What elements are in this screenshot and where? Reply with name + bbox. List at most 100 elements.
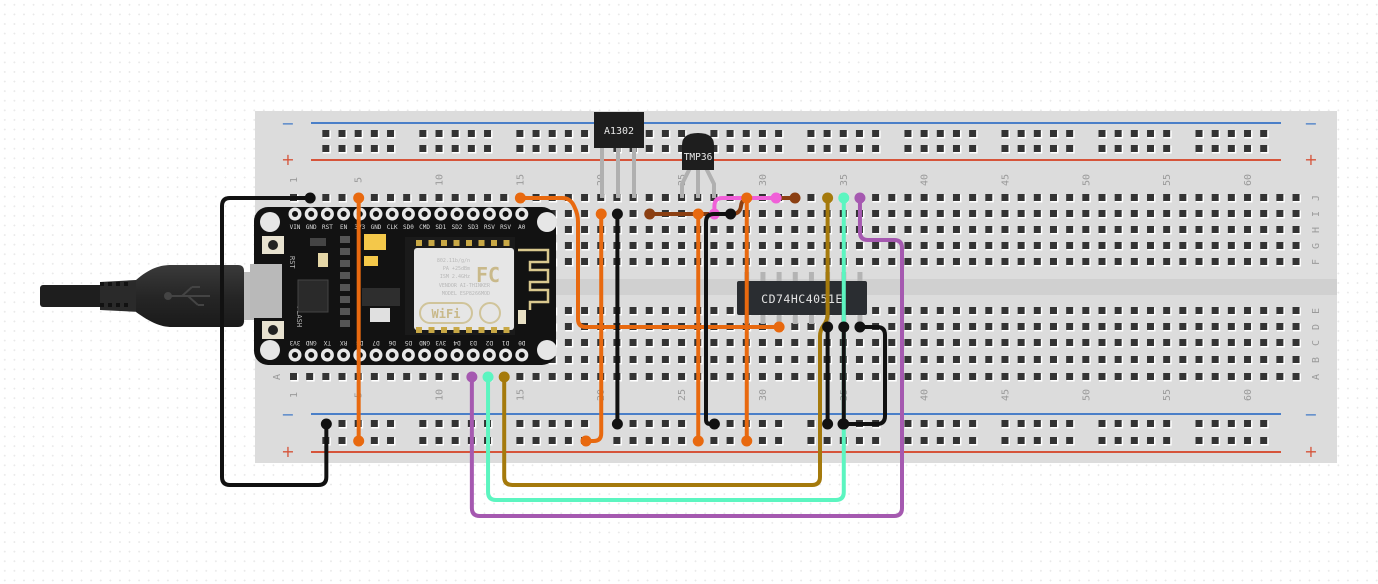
breadboard-hole[interactable] bbox=[629, 339, 637, 346]
breadboard-hole[interactable] bbox=[1147, 307, 1155, 314]
breadboard-hole[interactable] bbox=[985, 323, 993, 330]
breadboard-hole[interactable] bbox=[1211, 373, 1219, 380]
breadboard-hole[interactable] bbox=[969, 210, 977, 217]
wire-end[interactable] bbox=[822, 321, 834, 333]
breadboard-hole[interactable] bbox=[581, 145, 589, 152]
wire-path[interactable] bbox=[712, 196, 779, 216]
breadboard-hole[interactable] bbox=[969, 373, 977, 380]
breadboard-hole[interactable] bbox=[872, 339, 880, 346]
breadboard-hole[interactable] bbox=[1082, 339, 1090, 346]
breadboard-hole[interactable] bbox=[1049, 420, 1057, 427]
breadboard-hole[interactable] bbox=[710, 373, 718, 380]
breadboard-hole[interactable] bbox=[1147, 210, 1155, 217]
breadboard-hole[interactable] bbox=[322, 373, 330, 380]
breadboard-hole[interactable] bbox=[839, 145, 847, 152]
breadboard-hole[interactable] bbox=[1163, 145, 1171, 152]
breadboard-hole[interactable] bbox=[710, 258, 718, 265]
breadboard-hole[interactable] bbox=[807, 242, 815, 249]
breadboard-hole[interactable] bbox=[1260, 226, 1268, 233]
breadboard-hole[interactable] bbox=[791, 226, 799, 233]
breadboard-hole[interactable] bbox=[920, 145, 928, 152]
breadboard-hole[interactable] bbox=[952, 339, 960, 346]
breadboard-hole[interactable] bbox=[952, 356, 960, 363]
breadboard-hole[interactable] bbox=[726, 145, 734, 152]
breadboard-hole[interactable] bbox=[581, 226, 589, 233]
breadboard-hole[interactable] bbox=[1195, 437, 1203, 444]
breadboard-hole[interactable] bbox=[1179, 242, 1187, 249]
breadboard-hole[interactable] bbox=[791, 210, 799, 217]
breadboard-hole[interactable] bbox=[1179, 258, 1187, 265]
wire-path[interactable] bbox=[518, 196, 782, 329]
breadboard-hole[interactable] bbox=[338, 373, 346, 380]
wire-end[interactable] bbox=[789, 192, 801, 204]
breadboard-hole[interactable] bbox=[1033, 373, 1041, 380]
breadboard-hole[interactable] bbox=[1147, 356, 1155, 363]
breadboard-hole[interactable] bbox=[985, 242, 993, 249]
breadboard-hole[interactable] bbox=[807, 258, 815, 265]
breadboard-hole[interactable] bbox=[1017, 194, 1025, 201]
breadboard-hole[interactable] bbox=[467, 194, 475, 201]
wire-end[interactable] bbox=[773, 321, 785, 333]
breadboard-hole[interactable] bbox=[1260, 420, 1268, 427]
breadboard-hole[interactable] bbox=[1017, 145, 1025, 152]
wire-end[interactable] bbox=[837, 418, 849, 430]
breadboard-hole[interactable] bbox=[888, 356, 896, 363]
breadboard-hole[interactable] bbox=[710, 339, 718, 346]
breadboard-hole[interactable] bbox=[322, 194, 330, 201]
breadboard-hole[interactable] bbox=[1001, 210, 1009, 217]
breadboard-hole[interactable] bbox=[629, 258, 637, 265]
breadboard-hole[interactable] bbox=[1017, 437, 1025, 444]
breadboard-hole[interactable] bbox=[1292, 373, 1300, 380]
breadboard-hole[interactable] bbox=[1211, 210, 1219, 217]
breadboard-hole[interactable] bbox=[726, 420, 734, 427]
breadboard-hole[interactable] bbox=[581, 339, 589, 346]
breadboard-hole[interactable] bbox=[419, 194, 427, 201]
breadboard-hole[interactable] bbox=[645, 339, 653, 346]
breadboard-hole[interactable] bbox=[1017, 307, 1025, 314]
breadboard-hole[interactable] bbox=[1244, 356, 1252, 363]
breadboard-hole[interactable] bbox=[387, 420, 395, 427]
breadboard-hole[interactable] bbox=[1211, 194, 1219, 201]
breadboard-hole[interactable] bbox=[1292, 339, 1300, 346]
breadboard-hole[interactable] bbox=[564, 210, 572, 217]
wire-end[interactable] bbox=[741, 192, 753, 204]
breadboard-hole[interactable] bbox=[710, 307, 718, 314]
breadboard-hole[interactable] bbox=[1195, 356, 1203, 363]
breadboard-hole[interactable] bbox=[758, 258, 766, 265]
breadboard-hole[interactable] bbox=[1033, 420, 1041, 427]
breadboard-hole[interactable] bbox=[904, 130, 912, 137]
breadboard-hole[interactable] bbox=[1211, 130, 1219, 137]
breadboard-hole[interactable] bbox=[1211, 242, 1219, 249]
breadboard-hole[interactable] bbox=[1049, 258, 1057, 265]
breadboard-hole[interactable] bbox=[888, 258, 896, 265]
breadboard-hole[interactable] bbox=[1179, 356, 1187, 363]
breadboard-hole[interactable] bbox=[645, 145, 653, 152]
breadboard-hole[interactable] bbox=[564, 258, 572, 265]
breadboard-hole[interactable] bbox=[904, 323, 912, 330]
breadboard-hole[interactable] bbox=[1179, 323, 1187, 330]
breadboard-hole[interactable] bbox=[338, 437, 346, 444]
breadboard-hole[interactable] bbox=[952, 437, 960, 444]
breadboard-hole[interactable] bbox=[1017, 242, 1025, 249]
breadboard-hole[interactable] bbox=[451, 130, 459, 137]
breadboard-hole[interactable] bbox=[322, 130, 330, 137]
breadboard-hole[interactable] bbox=[1260, 437, 1268, 444]
breadboard-hole[interactable] bbox=[1130, 323, 1138, 330]
breadboard-hole[interactable] bbox=[952, 145, 960, 152]
breadboard-hole[interactable] bbox=[1082, 373, 1090, 380]
breadboard-hole[interactable] bbox=[1195, 307, 1203, 314]
breadboard-hole[interactable] bbox=[969, 130, 977, 137]
wire-hall-vcc[interactable] bbox=[580, 208, 607, 447]
breadboard-hole[interactable] bbox=[872, 145, 880, 152]
wire-end[interactable] bbox=[708, 418, 720, 430]
breadboard-hole[interactable] bbox=[1066, 242, 1074, 249]
breadboard-hole[interactable] bbox=[985, 356, 993, 363]
breadboard-hole[interactable] bbox=[1049, 130, 1057, 137]
breadboard-hole[interactable] bbox=[1179, 210, 1187, 217]
breadboard-hole[interactable] bbox=[1292, 226, 1300, 233]
breadboard-hole[interactable] bbox=[435, 130, 443, 137]
breadboard-hole[interactable] bbox=[920, 210, 928, 217]
breadboard-hole[interactable] bbox=[936, 307, 944, 314]
breadboard-hole[interactable] bbox=[1163, 307, 1171, 314]
breadboard-hole[interactable] bbox=[1147, 242, 1155, 249]
